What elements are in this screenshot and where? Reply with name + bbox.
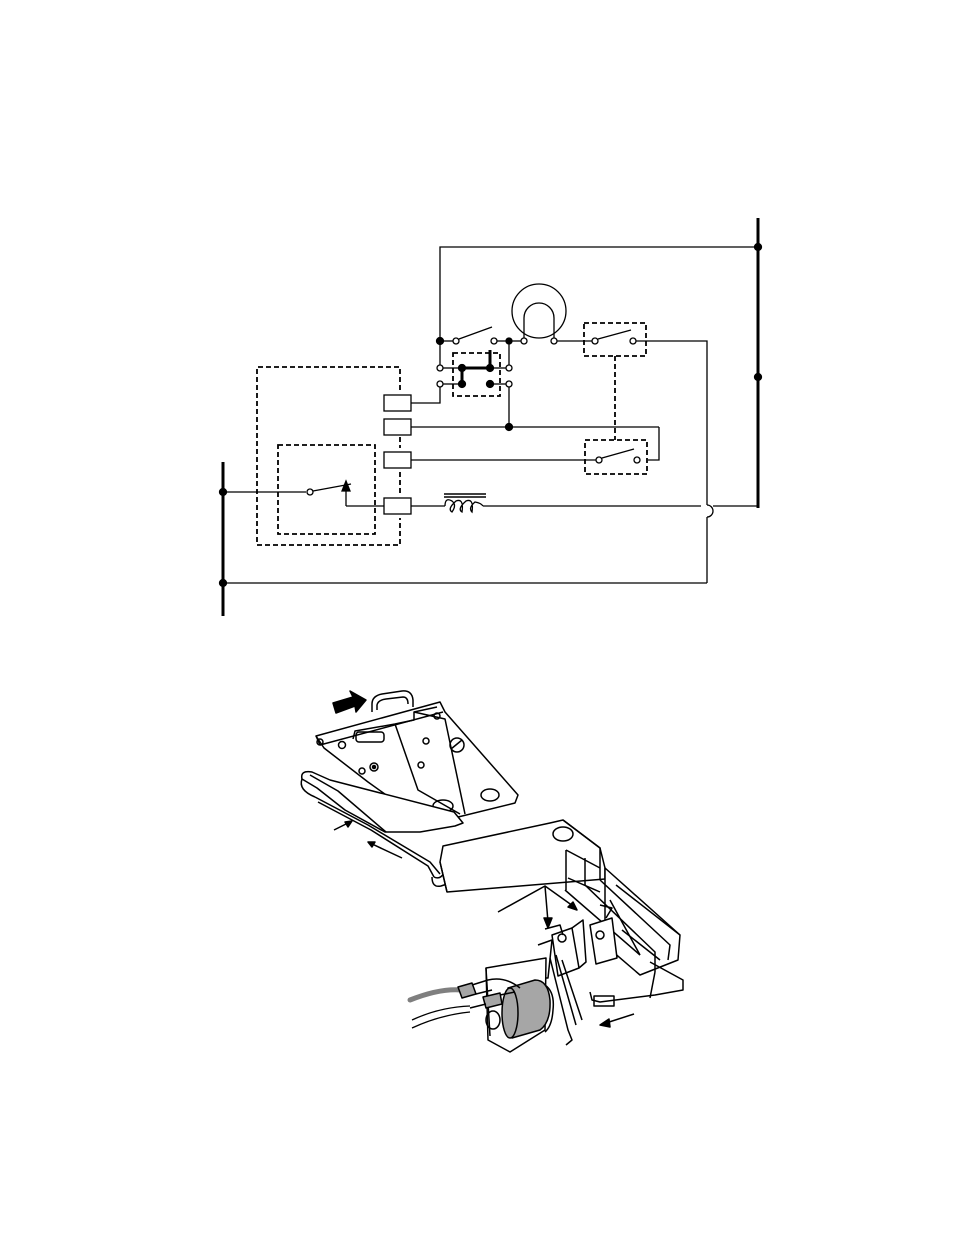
terminal-block [384,395,411,514]
slide-bracket [440,820,605,892]
door-switch-contacts [440,327,592,344]
slide-direction-arrow-icon [600,1014,634,1027]
feed-wire-top [440,247,758,341]
wiring-schematic [220,218,762,616]
interlock-switch-block [437,341,512,396]
switch-callout-leaders [498,886,577,928]
switch-channel-housing [565,868,683,1006]
thermostat-enclosure [278,445,375,534]
push-direction-arrow-icon [333,691,366,713]
solenoid-coil-icon [444,494,486,512]
lamp-icon [512,284,566,341]
mechanism-illustration [301,691,683,1052]
